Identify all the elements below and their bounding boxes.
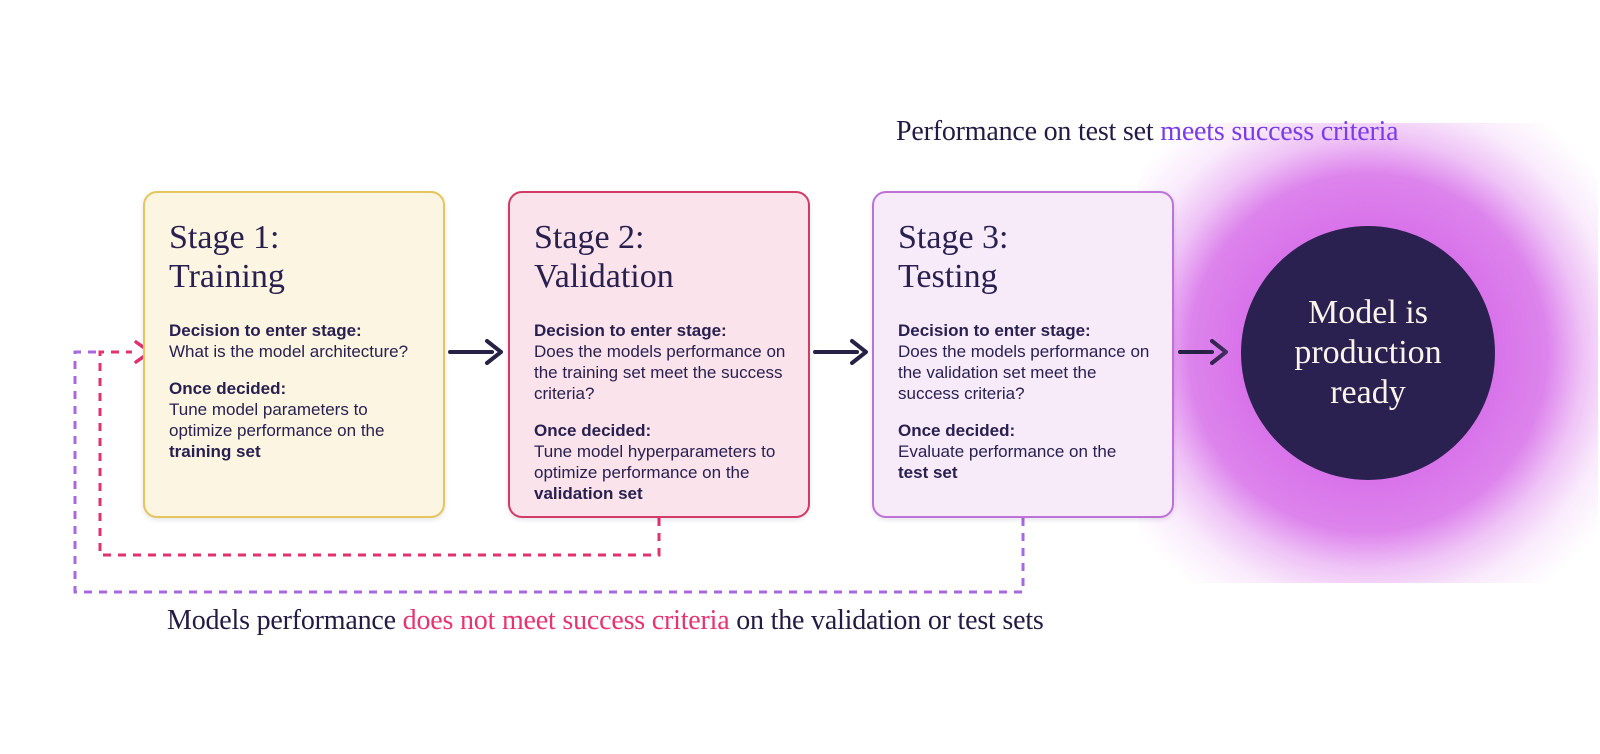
stage-1-title-line2: Training	[169, 258, 285, 295]
test-success-annotation-prefix: Performance on test set	[896, 116, 1161, 147]
flow-arrow-2-head	[850, 339, 868, 365]
failure-annotation-suffix: on the validation or test sets	[729, 605, 1044, 636]
stage-1-decision-label: Decision to enter stage:	[169, 321, 362, 340]
stage-2-once-label: Once decided:	[534, 421, 652, 440]
stage-3-title-line2: Testing	[898, 258, 998, 295]
stage-2-title: Stage 2: Validation	[534, 218, 786, 296]
failure-annotation-prefix: Models performance	[167, 605, 403, 636]
stage-3-decision-label: Decision to enter stage:	[898, 321, 1091, 340]
stage-2-decision-text: Does the models performance on the train…	[534, 342, 786, 403]
stage-2-title-line1: Stage 2:	[534, 219, 645, 256]
stage-3-once-bold: test set	[898, 463, 958, 482]
flow-arrow-1-head	[485, 339, 503, 365]
production-ready-node: Model is production ready	[1241, 226, 1495, 480]
stage-1-decision-text: What is the model architecture?	[169, 342, 409, 361]
stage-3-once-text: Evaluate performance on the test set	[898, 442, 1117, 482]
stage-1-once-text: Tune model parameters to optimize perfor…	[169, 400, 385, 461]
stage-1-title-line1: Stage 1:	[169, 219, 280, 256]
stage-2-once-bold: validation set	[534, 484, 643, 503]
stage-1-once-label: Once decided:	[169, 379, 287, 398]
stage-2-validation-box: Stage 2: Validation Decision to enter st…	[508, 191, 810, 518]
stage-1-title: Stage 1: Training	[169, 218, 421, 296]
stage-2-decision-label: Decision to enter stage:	[534, 321, 727, 340]
production-ready-line1: Model is	[1308, 294, 1428, 331]
failure-annotation-highlight: does not meet success criteria	[402, 605, 730, 636]
stage-2-title-line2: Validation	[534, 258, 674, 295]
stage-3-title-line1: Stage 3:	[898, 219, 1009, 256]
stage-1-training-box: Stage 1: Training Decision to enter stag…	[143, 191, 445, 518]
stage-1-once-bold: training set	[169, 442, 261, 461]
stage-3-decision-text: Does the models performance on the valid…	[898, 342, 1150, 403]
production-ready-line2: production	[1294, 334, 1442, 371]
stage-3-once-label: Once decided:	[898, 421, 1016, 440]
test-success-annotation-highlight: meets success criteria	[1160, 116, 1399, 147]
production-ready-line3: ready	[1330, 374, 1406, 411]
stage-2-once-text: Tune model hyperparameters to optimize p…	[534, 442, 776, 503]
stage-3-testing-box: Stage 3: Testing Decision to enter stage…	[872, 191, 1174, 518]
failure-annotation: Models performance does not meet success…	[167, 605, 1044, 637]
stage-3-title: Stage 3: Testing	[898, 218, 1150, 296]
test-success-annotation: Performance on test set meets success cr…	[896, 116, 1399, 148]
